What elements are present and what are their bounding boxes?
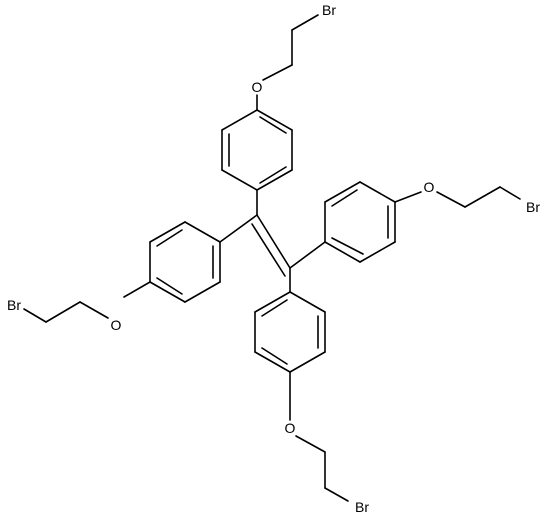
bromine-atom-bottom: Br	[355, 499, 369, 515]
bromine-atom-left: Br	[7, 297, 21, 313]
oxygen-atom-top: O	[252, 79, 263, 95]
oxygen-atom-bottom: O	[285, 420, 296, 436]
oxygen-atom-right: O	[424, 179, 435, 195]
left-phenyl-ring	[149, 221, 221, 303]
central-alkene	[219, 189, 326, 293]
right-bromoethoxy-chain	[394, 186, 521, 208]
bottom-phenyl-ring	[254, 291, 326, 373]
right-phenyl-ring	[324, 181, 396, 263]
top-phenyl-ring	[221, 109, 293, 191]
top-bromoethoxy-chain	[256, 14, 319, 111]
left-bromoethoxy-chain	[23, 281, 151, 323]
oxygen-atom-left: O	[111, 317, 122, 333]
bromine-atom-right: Br	[526, 199, 540, 215]
bromine-atom-top: Br	[322, 2, 336, 18]
bottom-bromoethoxy-chain	[289, 371, 349, 502]
